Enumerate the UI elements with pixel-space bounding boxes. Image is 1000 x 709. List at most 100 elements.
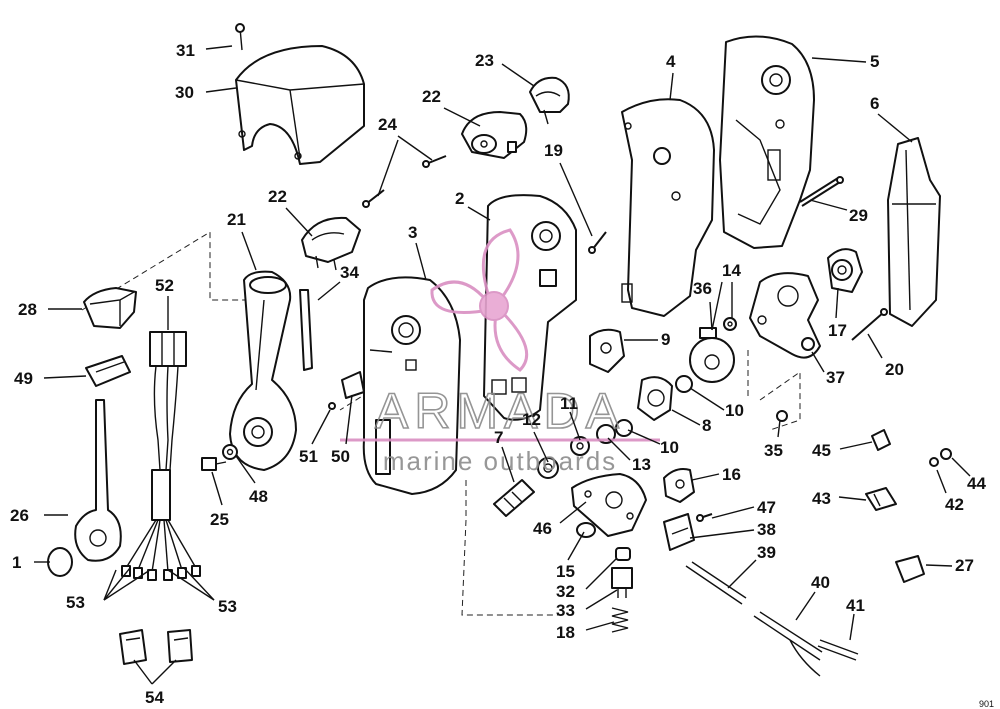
callout-label-c28: 28 [18,300,37,319]
leader-c50 [345,394,353,445]
callout-label-c13: 13 [632,455,651,474]
leader-c44 [951,457,971,477]
leader-c45 [839,441,873,450]
part-27-clip [895,555,925,583]
part-51-pin [328,402,336,410]
leader-c54 [133,659,153,685]
leader-c27 [925,564,953,567]
part-2-housing-half [483,194,577,421]
callout-label-c38: 38 [757,520,776,539]
part-15-washer [576,522,596,538]
callout-label-c6: 6 [870,94,879,113]
part-41-lead [817,639,859,661]
callout-label-c8: 8 [702,416,711,435]
leader-c35 [777,419,781,438]
leader-c3 [415,242,427,281]
callout-label-c29: 29 [849,206,868,225]
callout-label-c21: 21 [227,210,246,229]
part-25-bolt [201,457,227,471]
leader-c21 [241,231,257,271]
part-28-cap [83,287,137,329]
part-24-screws [362,155,447,208]
part-47-screw [696,513,713,522]
part-7-shaft [493,479,535,517]
part-52-connector-harness [121,331,201,581]
callout-label-c15: 15 [556,562,575,581]
callout-label-c27: 27 [955,556,974,575]
leader-c24b [377,139,399,197]
callout-label-c47: 47 [757,498,776,517]
part-10-ring-upper [675,375,693,393]
leader-c53a [103,567,131,601]
callout-label-c53b: 53 [218,597,237,616]
leader-c19 [559,162,593,237]
callout-label-c46: 46 [533,519,552,538]
leader-c20 [867,333,883,359]
callout-label-c3: 3 [408,223,417,242]
leader-c37 [811,351,825,373]
part-44-nut [940,448,952,460]
propeller-logo [430,228,529,372]
leader-c41 [849,613,855,641]
leader-c42 [936,469,947,494]
part-39-lead [685,561,747,605]
callout-labels: 1252627282930313233343536373839404142434… [10,41,986,707]
leader-c48 [235,455,256,484]
leader-c10b [627,429,661,445]
part-35-nut [776,410,788,422]
part-8-gear [637,376,673,421]
part-16-detent [663,468,695,503]
leader-c22a [443,107,481,127]
leader-c4 [669,72,674,101]
callout-label-c36: 36 [693,279,712,298]
corner-code: 901 [979,699,994,709]
leader-c47 [711,506,755,519]
part-30-cover [235,45,365,165]
part-46-shift-plate [571,473,647,537]
callout-label-c34: 34 [340,263,359,282]
part-1-disc [47,547,73,577]
leader-c29 [809,199,848,211]
leader-c38 [689,529,755,539]
callout-label-c17: 17 [828,321,847,340]
leader-c30 [205,87,237,93]
callout-label-c10b: 10 [660,438,679,457]
leader-c53a3 [103,569,117,601]
leader-c46 [559,501,587,524]
callout-label-c25: 25 [210,510,229,529]
callout-label-c4: 4 [666,52,676,71]
part-20-screw [851,308,888,341]
part-19-screw [588,231,607,254]
callout-label-c37: 37 [826,368,845,387]
callout-label-c24: 24 [378,115,397,134]
part-9-cam-plate [589,328,625,373]
leader-c51 [311,409,331,445]
part-40-lead [753,611,823,677]
callout-label-c50: 50 [331,447,350,466]
leader-c39 [727,559,757,589]
part-54-connectors [119,629,193,665]
watermark-tagline: marine outboards [383,446,617,476]
part-45-plug [871,429,891,451]
watermark-brand: ARMADA [375,383,625,439]
callout-label-c31: 31 [176,41,195,60]
callout-label-c45: 45 [812,441,831,460]
callout-label-c26: 26 [10,506,29,525]
callout-label-c16: 16 [722,465,741,484]
leader-c7 [501,446,515,483]
callout-label-c11: 11 [560,394,578,413]
part-37-link-arm [749,272,821,359]
callout-label-c5: 5 [870,52,879,71]
callout-label-c48: 48 [249,487,268,506]
leader-c22b [285,207,313,237]
part-42-washer [929,457,939,467]
callout-label-c23: 23 [475,51,494,70]
part-18-spring [611,607,629,633]
callout-label-c20: 20 [885,360,904,379]
part-12-collar [537,457,559,479]
leader-c24 [397,135,433,161]
leader-c5 [811,57,867,63]
callout-label-c30: 30 [175,83,194,102]
leader-c8 [671,409,701,426]
